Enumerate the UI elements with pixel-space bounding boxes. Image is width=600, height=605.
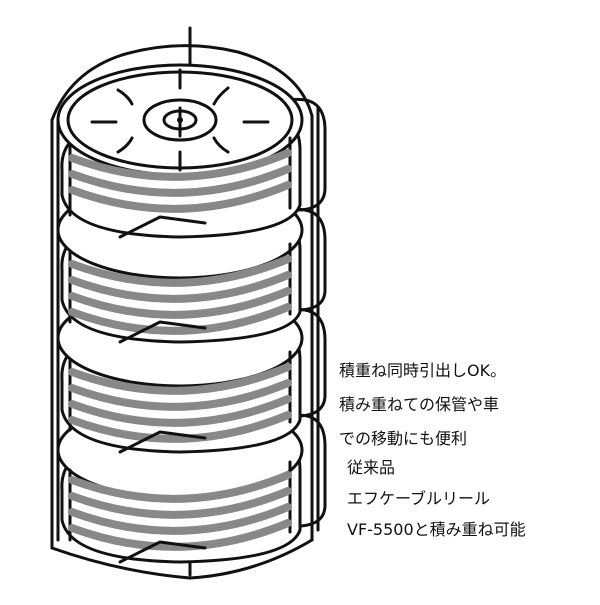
compatibility-note: 従来品 エフケーブルリール VF-5500と積み重ね可能 [347,452,526,545]
reel-2 [56,180,304,344]
frame-top-rail [50,44,314,122]
side-handle-loop-2 [288,207,327,312]
compatibility-note-line-3: VF-5500と積み重ね可能 [347,520,526,539]
compatibility-note-line-2: エフケーブルリール [347,489,491,508]
feature-caption-line-1: 積重ね同時引出しOK。 [339,361,507,380]
side-handle-loop-4 [288,413,327,528]
side-handle-loop-3 [288,307,327,418]
frame-front-lower-rail [50,538,314,580]
feature-caption-line-2: 積み重ねての保管や車 [339,395,500,414]
reel-1 [56,63,304,239]
feature-caption-line-3: での移動にも便利 [339,429,468,448]
compatibility-note-line-1: 従来品 [347,458,396,477]
side-handle-loop-1 [288,97,327,212]
feature-caption: 積重ね同時引出しOK。 積み重ねての保管や車 での移動にも便利 [339,354,506,456]
